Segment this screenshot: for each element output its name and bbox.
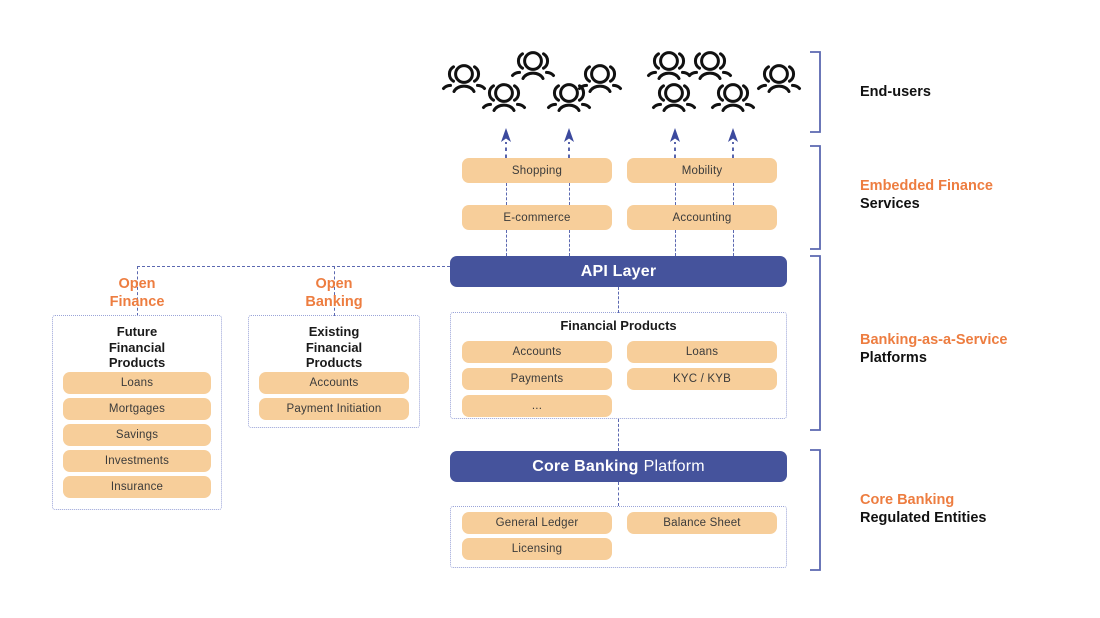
- service-pill-ecommerce[interactable]: E-commerce: [462, 205, 612, 230]
- connector-shopping-left: [506, 183, 507, 205]
- open-banking-heading: Existing Financial Products: [248, 324, 420, 371]
- connector-open-finance-riser: [137, 266, 138, 316]
- open-banking-caption-line2: Banking: [305, 294, 363, 310]
- open-banking-heading-line1: Existing: [308, 324, 360, 339]
- open-finance-pill-savings[interactable]: Savings: [63, 424, 211, 446]
- layer-label-baas-top: Banking-as-a-Service: [860, 332, 1008, 348]
- regulated-pill-general-ledger[interactable]: General Ledger: [462, 512, 612, 534]
- layer-label-core-banking: Core Banking Regulated Entities: [860, 491, 987, 527]
- connector-open-rail: [137, 266, 450, 267]
- open-finance-caption: Open Finance: [52, 275, 222, 311]
- connector-core-to-regulated: [618, 482, 619, 506]
- open-banking-heading-line3: Products: [305, 355, 363, 370]
- open-finance-group: [52, 315, 222, 510]
- connector-ecommerce-left: [506, 230, 507, 256]
- open-finance-pill-investments[interactable]: Investments: [63, 450, 211, 472]
- layer-label-embedded-finance-bottom: Services: [860, 196, 920, 212]
- layer-label-baas-bottom: Platforms: [860, 350, 927, 366]
- core-banking-bold-label: Core Banking: [532, 457, 639, 475]
- core-banking-light-label: Platform: [643, 457, 705, 475]
- regulated-pill-licensing[interactable]: Licensing: [462, 538, 612, 560]
- regulated-pill-balance-sheet[interactable]: Balance Sheet: [627, 512, 777, 534]
- open-banking-pill-accounts[interactable]: Accounts: [259, 372, 409, 394]
- layer-label-end-users-text: End-users: [860, 84, 931, 100]
- end-users-icon-cluster: [432, 48, 812, 130]
- open-finance-heading-line3: Products: [108, 355, 166, 370]
- connector-mobility-left: [675, 183, 676, 205]
- layer-label-core-banking-bottom: Regulated Entities: [860, 510, 987, 526]
- connector-mobility-right: [733, 183, 734, 205]
- product-pill-payments[interactable]: Payments: [462, 368, 612, 390]
- layer-label-embedded-finance-top: Embedded Finance: [860, 178, 993, 194]
- open-finance-pill-mortgages[interactable]: Mortgages: [63, 398, 211, 420]
- open-finance-heading-line2: Financial: [108, 339, 166, 355]
- connector-shopping-right: [569, 183, 570, 205]
- layer-brackets-svg: [810, 51, 821, 571]
- regulated-entities-group: [450, 506, 787, 568]
- financial-products-heading: Financial Products: [560, 318, 677, 333]
- connector-products-to-core: [618, 419, 619, 451]
- product-pill-loans[interactable]: Loans: [627, 341, 777, 363]
- open-banking-heading-line2: Financial: [305, 339, 363, 355]
- service-pill-accounting[interactable]: Accounting: [627, 205, 777, 230]
- service-pill-mobility[interactable]: Mobility: [627, 158, 777, 183]
- open-finance-pill-loans[interactable]: Loans: [63, 372, 211, 394]
- product-pill-kyc-kyb[interactable]: KYC / KYB: [627, 368, 777, 390]
- user-group-icons-svg: [442, 51, 801, 112]
- arrow-up-icons-svg: [501, 128, 738, 158]
- service-pill-shopping[interactable]: Shopping: [462, 158, 612, 183]
- service-to-user-arrows: [495, 126, 745, 158]
- financial-products-group: [450, 312, 787, 419]
- product-pill-accounts[interactable]: Accounts: [462, 341, 612, 363]
- connector-api-to-products: [618, 287, 619, 313]
- open-finance-caption-line1: Open: [118, 276, 156, 292]
- open-banking-caption: Open Banking: [248, 275, 420, 311]
- open-banking-group: [248, 315, 420, 428]
- product-pill-more[interactable]: ...: [462, 395, 612, 417]
- connector-ecommerce-right: [569, 230, 570, 256]
- layer-label-core-banking-top: Core Banking: [860, 492, 955, 508]
- open-finance-pill-insurance[interactable]: Insurance: [63, 476, 211, 498]
- layer-brackets: [806, 44, 846, 578]
- open-finance-caption-line2: Finance: [109, 294, 165, 310]
- layer-label-baas: Banking-as-a-Service Platforms: [860, 331, 1007, 367]
- connector-open-banking-riser: [334, 266, 335, 316]
- open-banking-pill-payment-initiation[interactable]: Payment Initiation: [259, 398, 409, 420]
- connector-accounting-right: [733, 230, 734, 256]
- connector-accounting-left: [675, 230, 676, 256]
- open-banking-caption-line1: Open: [315, 276, 353, 292]
- api-layer-bar[interactable]: API Layer: [450, 256, 787, 287]
- open-finance-heading: Future Financial Products: [52, 324, 222, 371]
- open-finance-heading-line1: Future: [116, 324, 158, 339]
- layer-label-end-users: End-users: [860, 83, 931, 101]
- layer-label-embedded-finance: Embedded Finance Services: [860, 177, 993, 213]
